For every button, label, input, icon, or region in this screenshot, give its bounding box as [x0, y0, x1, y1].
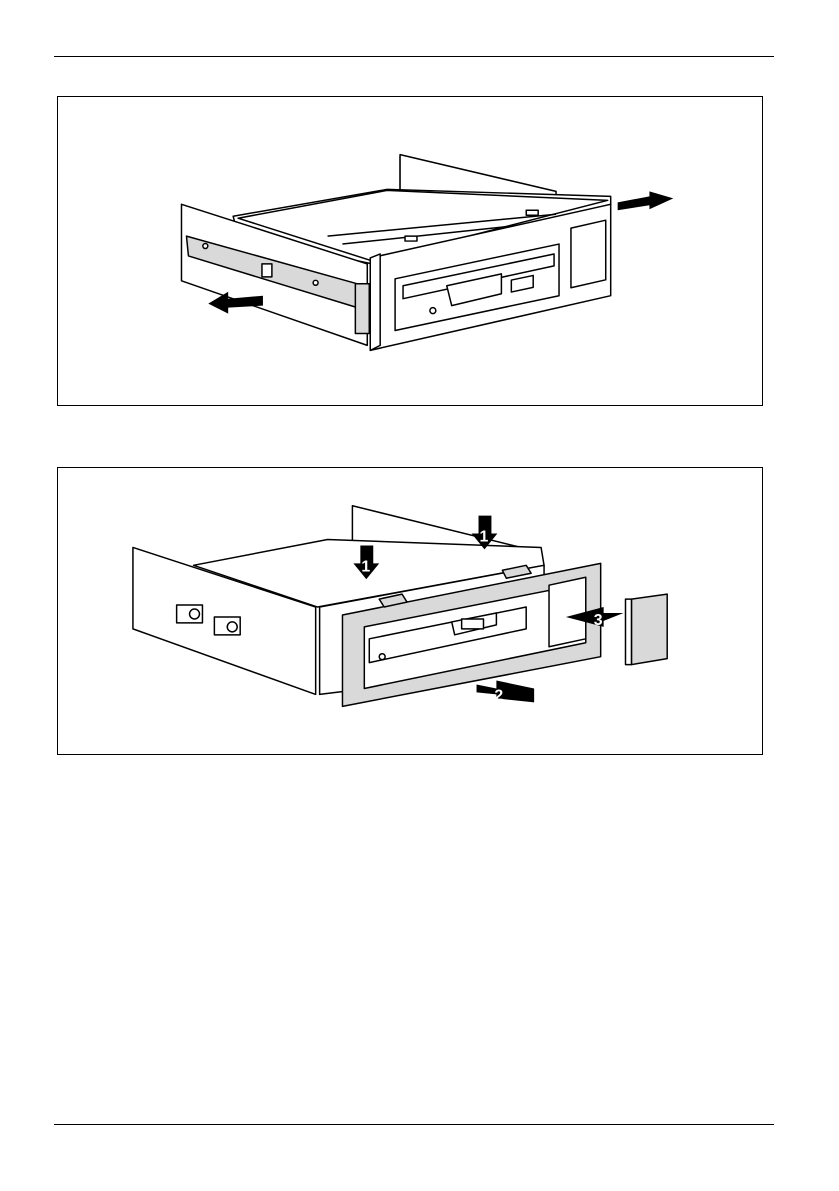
footer-rule	[54, 1124, 774, 1125]
callout-1b: 1	[480, 528, 489, 545]
figure-1-illustration	[58, 97, 762, 405]
callout-3: 3	[594, 612, 603, 629]
figure-1-frame	[57, 96, 763, 406]
header-rule	[54, 56, 774, 57]
figure-2-frame: 1 1 2 3	[57, 467, 763, 755]
figure-2-illustration: 1 1 2 3	[58, 468, 762, 754]
callout-1a: 1	[361, 558, 370, 575]
arrow-right-icon	[618, 191, 674, 210]
callout-2: 2	[494, 687, 503, 704]
arrow-right-icon	[477, 681, 535, 703]
